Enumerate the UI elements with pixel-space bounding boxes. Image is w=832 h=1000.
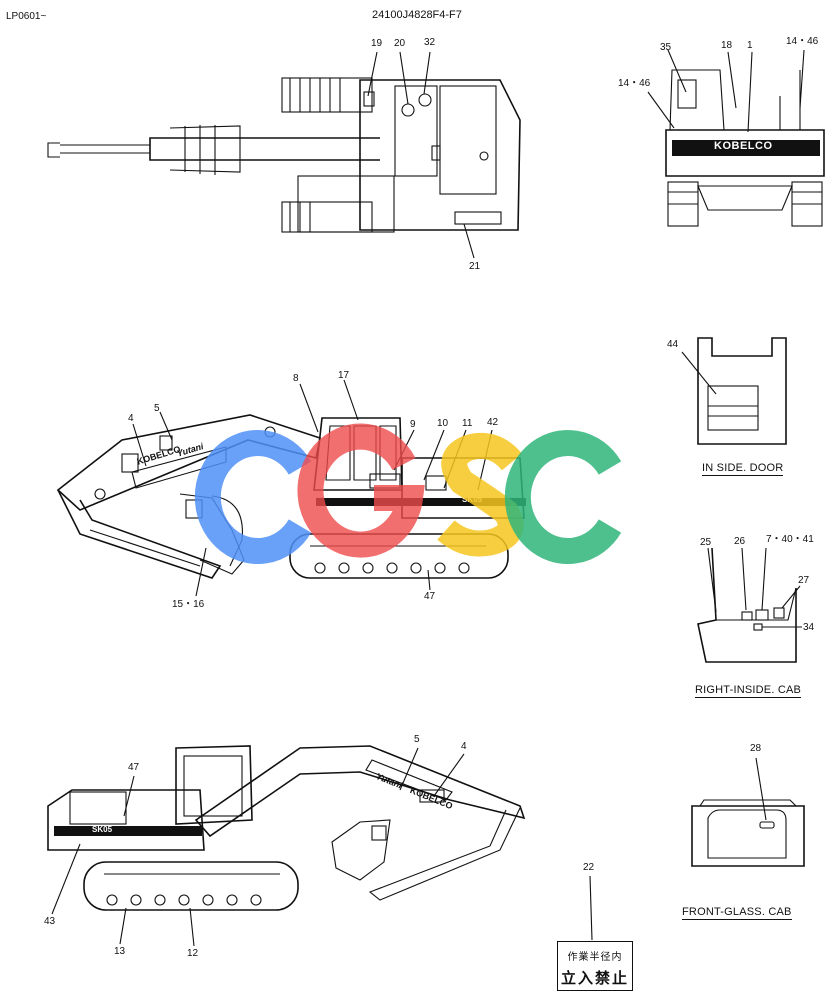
rear-kobelco-logo: KOBELCO bbox=[714, 140, 773, 152]
callout-47-side: 47 bbox=[424, 591, 436, 602]
callout-5: 5 bbox=[154, 403, 160, 414]
callout-22: 22 bbox=[583, 862, 595, 873]
callout-21: 21 bbox=[469, 261, 481, 272]
callout-20: 20 bbox=[394, 38, 406, 49]
side-model-decal: SK05 bbox=[462, 495, 483, 504]
callout-14-46-right: 14・46 bbox=[786, 36, 819, 47]
warning-decal-line2: 立入禁止 bbox=[560, 969, 629, 987]
callout-8: 8 bbox=[293, 373, 299, 384]
callout-42: 42 bbox=[487, 417, 499, 428]
sign-leader bbox=[589, 875, 593, 941]
top-view-drawing bbox=[47, 51, 521, 259]
warning-decal-line1: 作業半径内 bbox=[567, 952, 623, 963]
drawing-number: 24100J4828F4-F7 bbox=[372, 9, 462, 21]
caption-right-inside-cab: RIGHT-INSIDE. CAB bbox=[695, 684, 802, 698]
callout-14-46-left: 14・46 bbox=[618, 78, 651, 89]
callout-15-16: 15・16 bbox=[172, 599, 205, 610]
callout-10: 10 bbox=[437, 418, 449, 429]
callout-5-left: 5 bbox=[414, 734, 420, 745]
callout-9: 9 bbox=[410, 419, 416, 430]
callout-4: 4 bbox=[128, 413, 134, 424]
page-code: LP0601~ bbox=[6, 11, 47, 22]
callout-34: 34 bbox=[803, 622, 815, 633]
callout-13: 13 bbox=[114, 946, 126, 957]
right-inside-cab-drawing bbox=[697, 547, 802, 663]
left-view-drawing bbox=[47, 745, 526, 947]
callout-43: 43 bbox=[44, 916, 56, 927]
callout-1: 1 bbox=[747, 40, 753, 51]
callout-26: 26 bbox=[734, 536, 746, 547]
caption-front-glass-cab: FRONT-GLASS. CAB bbox=[682, 906, 792, 920]
callout-7-40-41: 7・40・41 bbox=[766, 534, 814, 545]
callout-32: 32 bbox=[424, 37, 436, 48]
callout-11: 11 bbox=[462, 418, 473, 429]
callout-12: 12 bbox=[187, 948, 199, 959]
callout-44: 44 bbox=[667, 339, 679, 350]
callout-4-left: 4 bbox=[461, 741, 467, 752]
inside-door-drawing bbox=[681, 337, 787, 445]
left-model-decal: SK05 bbox=[92, 825, 113, 834]
callout-28: 28 bbox=[750, 743, 762, 754]
callout-18: 18 bbox=[721, 40, 733, 51]
rear-view-drawing bbox=[647, 49, 825, 227]
front-glass-cab-drawing bbox=[691, 757, 805, 867]
callout-25: 25 bbox=[700, 537, 712, 548]
callout-35: 35 bbox=[660, 42, 672, 53]
callout-17: 17 bbox=[338, 370, 350, 381]
callout-47-left: 47 bbox=[128, 762, 140, 773]
caption-inside-door: IN SIDE. DOOR bbox=[702, 462, 784, 476]
callout-27: 27 bbox=[798, 575, 810, 586]
warning-decal: 作業半径内 立入禁止 bbox=[557, 941, 633, 991]
callout-19: 19 bbox=[371, 38, 383, 49]
